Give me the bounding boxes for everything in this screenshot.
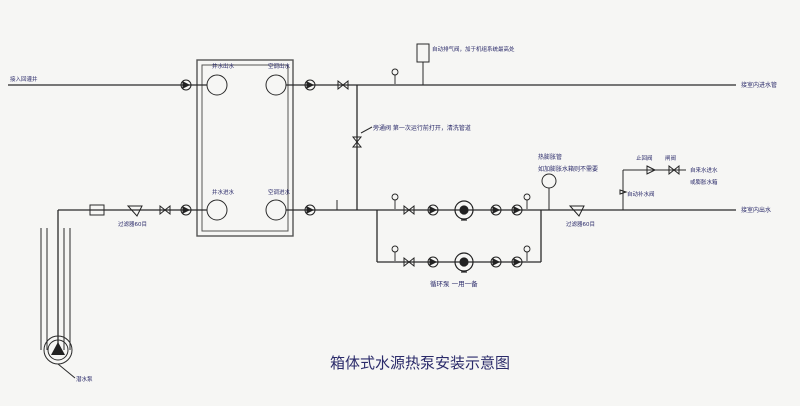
- port-source-supply: [206, 74, 228, 96]
- gauge-icon: [391, 193, 399, 209]
- gauge-icon: [523, 193, 531, 209]
- check-valve-icon: [646, 165, 657, 175]
- check-valve-icon: [490, 204, 502, 216]
- deep-well: 潜水泵: [40, 228, 93, 383]
- label-circ-pump: 循环泵 一用一备: [430, 279, 478, 288]
- check-valve-icon: [304, 204, 316, 216]
- label-gate-valve: 闸阀: [665, 154, 676, 162]
- gate-valve-icons: [159, 79, 680, 268]
- filters: [126, 205, 585, 217]
- bypass-valve-icon: [351, 136, 363, 148]
- check-valve-icon: [180, 79, 192, 91]
- label-room-supply: 接室内进水管: [741, 81, 777, 89]
- gauge-icon: [391, 245, 399, 261]
- flow-switch-box: [89, 204, 105, 216]
- label-makeup-water: 自来水进水: [690, 166, 718, 174]
- label-makeup-water-2: 或膨胀水箱: [690, 178, 718, 186]
- diagram-title: 箱体式水源热泵安装示意图: [330, 354, 510, 372]
- filter-icon: [568, 205, 585, 217]
- label-expansion-tank: 热膨胀管: [538, 153, 562, 161]
- gate-valve-icon: [159, 204, 171, 216]
- check-valve-icon: [427, 204, 439, 216]
- label-source-return: 井水进水: [212, 188, 235, 196]
- label-source-supply: 井水出水: [212, 62, 235, 70]
- label-bypass: 旁通阀 第一次运行前打开，清洗管道: [373, 124, 471, 132]
- filter-icon: [126, 205, 143, 217]
- label-ac-supply: 空调出水: [268, 62, 291, 70]
- gauge-icon: [391, 68, 399, 84]
- pressure-gauges: [391, 68, 531, 261]
- auto-vent-icon: [416, 43, 430, 63]
- gate-valve-icon: [403, 204, 415, 216]
- circulation-pumps: [454, 200, 474, 273]
- label-auto-vent: 自动排气阀，加于机组系统最高处: [432, 45, 515, 53]
- label-room-return: 接室内出水: [741, 206, 771, 214]
- gate-valve-icon: [668, 164, 680, 176]
- pump-icon: [454, 252, 474, 273]
- label-deep-well: 潜水泵: [76, 375, 93, 383]
- label-main-valve: 止回阀: [636, 154, 653, 162]
- auto-makeup-icon: [619, 189, 628, 195]
- check-valve-icon: [304, 79, 316, 91]
- label-filter-1: 过滤器60目: [118, 220, 147, 228]
- label-auto-makeup: 自动补水阀: [627, 190, 655, 198]
- port-ac-return: [265, 199, 287, 221]
- pipes: [8, 62, 736, 350]
- gate-valve-icon: [337, 79, 349, 91]
- expansion-tank-icon: [541, 173, 557, 189]
- check-valve-icon: [511, 256, 523, 268]
- gate-valve-icon: [403, 256, 415, 268]
- check-valve-icon: [490, 256, 502, 268]
- label-expansion-note: 如加膨胀水箱则不需要: [538, 165, 598, 173]
- check-valve-icons: [180, 79, 523, 268]
- pump-icon: [454, 200, 474, 221]
- port-source-return: [206, 199, 228, 221]
- check-valve-icon: [427, 256, 439, 268]
- heat-exchanger: 井水出水 空调出水 井水进水 空调进水: [196, 59, 294, 237]
- gauge-icon: [523, 245, 531, 261]
- check-valve-icon: [180, 204, 192, 216]
- port-ac-supply: [265, 74, 287, 96]
- check-valve-icon: [511, 204, 523, 216]
- label-well-inlet: 接入回灌井: [10, 75, 38, 83]
- label-ac-return: 空调进水: [268, 188, 291, 196]
- label-filter-2: 过滤器60目: [566, 220, 595, 228]
